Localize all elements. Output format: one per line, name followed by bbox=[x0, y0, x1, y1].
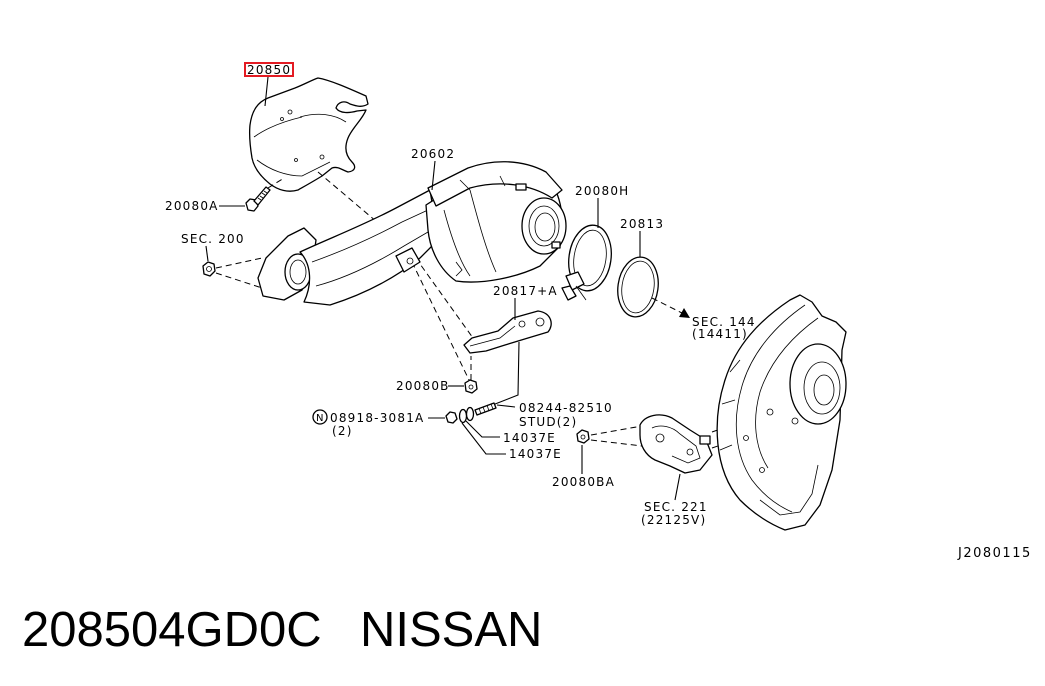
leader-bracket-to-stud bbox=[489, 341, 520, 407]
leader-20602 bbox=[431, 160, 436, 191]
nut-sec-200 bbox=[202, 261, 216, 277]
part-label-14037E-b: 14037E bbox=[509, 447, 562, 461]
section-ref-sec-144-code: (14411) bbox=[692, 327, 748, 341]
diagram-code: J2080115 bbox=[957, 546, 1032, 561]
part-number-caption: 208504GD0C bbox=[22, 603, 322, 657]
section-ref-sec-200: SEC. 200 bbox=[181, 232, 245, 246]
dashed-guide-pipe-to-bracket bbox=[411, 261, 471, 383]
leader-20850 bbox=[264, 76, 269, 107]
washer-14037E-a bbox=[458, 408, 468, 424]
part-label-08918: 08918-3081A bbox=[330, 411, 424, 425]
section-ref-sec-221: SEC. 221 bbox=[644, 500, 708, 514]
part-label-20080BA: 20080BA bbox=[552, 475, 615, 489]
dashed-guide-nut-to-bracket-221 bbox=[590, 425, 643, 447]
arrowhead-icon bbox=[679, 308, 690, 318]
nut-20080B bbox=[464, 379, 478, 394]
part-label-14037E-a: 14037E bbox=[503, 431, 556, 445]
part-label-20080B: 20080B bbox=[396, 379, 450, 393]
part-label-20080A: 20080A bbox=[165, 199, 219, 213]
bracket-sec-221 bbox=[639, 414, 713, 474]
part-note-stud: STUD(2) bbox=[519, 415, 577, 429]
part-label-20813: 20813 bbox=[620, 217, 664, 231]
section-ref-sec-221-code: (22125V) bbox=[641, 513, 706, 527]
part-label-20850: 20850 bbox=[247, 63, 291, 77]
part-label-20602: 20602 bbox=[411, 147, 455, 161]
nut-symbol-letter: N bbox=[316, 413, 323, 424]
leader-14037E-b bbox=[461, 422, 506, 455]
arrow-to-sec-144 bbox=[651, 297, 683, 314]
dashed-guide-bolt-to-shield bbox=[267, 177, 285, 189]
part-label-20080H: 20080H bbox=[575, 184, 629, 198]
nut-20080BA bbox=[576, 429, 590, 444]
part-label-20817A: 20817+A bbox=[493, 284, 558, 298]
part-label-08244: 08244-82510 bbox=[519, 401, 613, 415]
gasket-ring-20813 bbox=[617, 256, 659, 318]
nut-symbol-circle bbox=[312, 409, 328, 425]
leader-sec-200 bbox=[205, 245, 209, 262]
leader-08244 bbox=[496, 404, 516, 408]
part-qty-08918: (2) bbox=[332, 424, 353, 438]
nut-08918 bbox=[445, 411, 458, 424]
section-ref-sec-144: SEC. 144 bbox=[692, 315, 756, 329]
catalytic-converter-20602 bbox=[257, 161, 567, 306]
highlight-box-20850 bbox=[244, 62, 294, 77]
dashed-guide-nut-to-flange bbox=[215, 257, 263, 289]
washer-14037E-b bbox=[465, 406, 475, 422]
leader-sec-221 bbox=[674, 473, 681, 501]
heat-shield-20850 bbox=[248, 77, 369, 192]
stud-08244 bbox=[474, 402, 497, 416]
bracket-20817 bbox=[463, 310, 552, 354]
transmission-housing bbox=[716, 294, 847, 531]
clamp-20080H bbox=[561, 224, 612, 301]
bolt-20080A bbox=[245, 186, 271, 212]
brand-caption: NISSAN bbox=[360, 603, 542, 657]
leader-14037E-a bbox=[465, 420, 500, 438]
